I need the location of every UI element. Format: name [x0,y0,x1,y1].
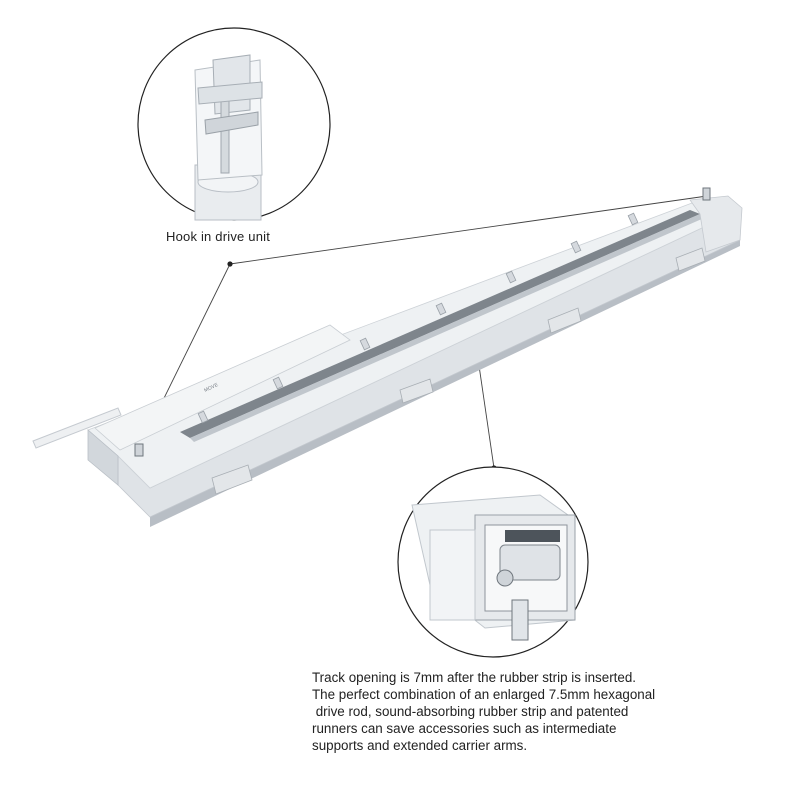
track-description-line: supports and extended carrier arms. [312,738,528,753]
hook-closeup-icon [194,54,263,221]
track-description-line: drive rod, sound-absorbing rubber strip … [312,704,629,719]
track-description: Track opening is 7mm after the rubber st… [312,669,782,754]
drive-unit-label: MOVE [203,382,219,394]
track-description-line: Track opening is 7mm after the rubber st… [312,670,636,685]
hook-left [134,443,144,457]
hook-closeup-circle [137,27,331,221]
track-section-circle [397,466,589,658]
hook-right [702,187,711,201]
track-description-line: The perfect combination of an enlarged 7… [312,687,656,702]
track-description-line: runners can save accessories such as int… [312,721,617,736]
leader-dot-hook [227,261,233,267]
mounting-brackets [211,247,706,495]
curtain-track: MOVE [32,187,743,527]
track-slot [180,210,700,438]
track-cross-section-icon [411,494,576,641]
drive-unit-housing [94,324,351,451]
hook-caption: Hook in drive unit [166,229,271,244]
drive-rod [32,407,122,449]
